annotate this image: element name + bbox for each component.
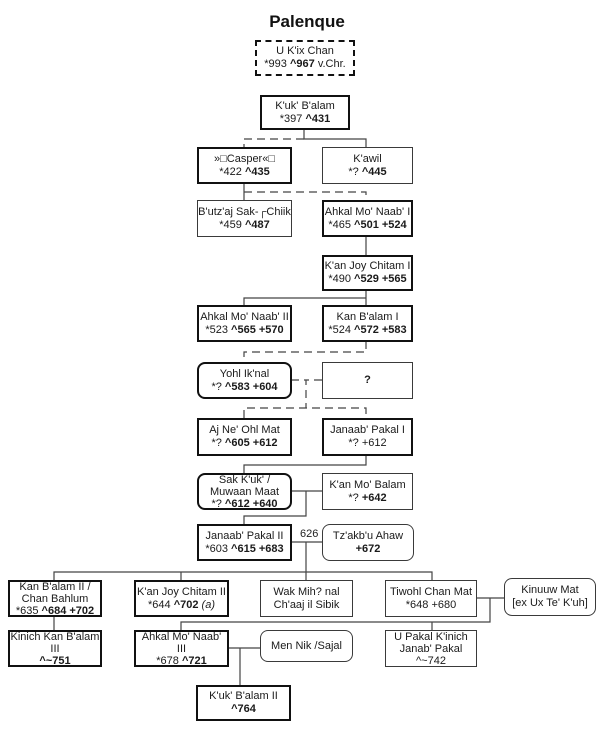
- node-dates: *993 ^967 v.Chr.: [264, 58, 346, 70]
- node-name: K'an Joy Chitam II: [137, 585, 226, 598]
- year-label-626: 626: [300, 528, 319, 540]
- node-name: Janaab' Pakal II: [205, 529, 284, 542]
- node-yohl-iknal[interactable]: Yohl Ik'nal *? ^583 +604: [197, 362, 292, 399]
- node-name-1: Kan B'alam II /: [19, 580, 91, 593]
- node-name: »□Casper«□: [214, 152, 275, 165]
- node-dates: ^~742: [416, 654, 446, 667]
- node-ahkal-mo-naab-2[interactable]: Ahkal Mo' Naab' II *523 ^565 +570: [197, 305, 292, 342]
- line-ahkal3-mennik: [228, 647, 260, 685]
- node-u-pakal-kinich[interactable]: U Pakal K'inich Janab' Pakal ^~742: [385, 630, 477, 667]
- node-name-1: Kinuuw Mat: [521, 584, 579, 596]
- node-name-2: Janab' Pakal: [399, 642, 463, 655]
- node-name-2: [ex Ux Te' K'uh]: [512, 597, 588, 609]
- node-dates: *465 ^501 +524: [328, 218, 407, 231]
- line-kanjoy1-children: [243, 290, 367, 305]
- node-dates: *? +642: [348, 491, 387, 504]
- node-kawil[interactable]: K'awil *? ^445: [322, 147, 413, 184]
- node-name-1: Kinich Kan B'alam: [10, 630, 100, 643]
- node-name: K'uk' B'alam II: [209, 690, 278, 702]
- line-sakkuk-pakal2: [243, 490, 322, 524]
- node-kan-balam-1[interactable]: Kan B'alam I *524 ^572 +583: [322, 305, 413, 342]
- node-ahkal-mo-naab-1[interactable]: Ahkal Mo' Naab' I *465 ^501 +524: [322, 200, 413, 237]
- node-dates: *? ^612 +640: [211, 497, 278, 510]
- node-kan-mo-balam[interactable]: K'an Mo' Balam *? +642: [322, 473, 413, 510]
- node-aj-ne-ohl-mat[interactable]: Aj Ne' Ohl Mat *? ^605 +612: [197, 418, 292, 456]
- node-dates: *? +612: [348, 437, 387, 449]
- node-name: B'utz'aj Sak-┌Chiik: [198, 205, 291, 218]
- node-dates: *? ^605 +612: [211, 437, 278, 449]
- line-kukbalam-kawil: [303, 129, 367, 147]
- node-name-1: U Pakal K'inich: [394, 630, 468, 643]
- node-name: Ahkal Mo' Naab' I: [324, 205, 411, 218]
- node-name: K'an Joy Chitam I: [324, 260, 411, 272]
- line-pakal2-children: [53, 542, 433, 580]
- node-kinuuw-mat[interactable]: Kinuuw Mat [ex Ux Te' K'uh]: [504, 578, 596, 616]
- node-dates: *459 ^487: [219, 218, 270, 231]
- node-name-2: III: [176, 642, 187, 655]
- node-name-1: Ahkal Mo' Naab': [141, 630, 222, 643]
- node-name-1: Wak Mih? nal: [273, 585, 340, 598]
- node-name: U K'ix Chan: [276, 45, 334, 57]
- node-dates: *? ^445: [348, 165, 387, 178]
- node-dates: *490 ^529 +565: [328, 273, 407, 285]
- dashed-kukbalam-casper: [243, 138, 304, 147]
- node-wak-mih-nal[interactable]: Wak Mih? nal Ch'aaj il Sibik: [260, 580, 353, 617]
- node-sak-kuk[interactable]: Sak K'uk' / Muwaan Maat *? ^612 +640: [197, 473, 292, 510]
- node-dates: *524 ^572 +583: [328, 323, 407, 336]
- node-kuk-balam[interactable]: K'uk' B'alam *397 ^431: [260, 95, 350, 130]
- node-name: Yohl Ik'nal: [219, 367, 270, 380]
- dashed-to-children: [243, 407, 367, 418]
- node-name: Aj Ne' Ohl Mat: [209, 424, 280, 436]
- dashed-yohl-unknown: [291, 379, 322, 408]
- node-dates: *523 ^565 +570: [205, 323, 284, 336]
- node-name: Tiwohl Chan Mat: [389, 585, 473, 598]
- node-casper[interactable]: »□Casper«□ *422 ^435: [197, 147, 292, 184]
- node-dates: +672: [355, 542, 381, 555]
- line-janaab1-sakkuk: [243, 455, 367, 473]
- node-dates: *? ^583 +604: [211, 380, 278, 393]
- node-name-2: III: [50, 642, 60, 655]
- dashed-casper-ahkal1: [244, 191, 367, 200]
- line-tiwohl-kinuuw: [180, 597, 504, 630]
- node-dates: *635 ^684 +702: [15, 604, 95, 617]
- node-tiwohl-chan-mat[interactable]: Tiwohl Chan Mat *648 +680: [385, 580, 477, 617]
- node-name: ?: [364, 374, 371, 386]
- node-dates: *603 ^615 +683: [205, 542, 284, 555]
- node-men-nik-sajal[interactable]: Men Nik /Sajal: [260, 630, 353, 662]
- node-name: Kan B'alam I: [336, 310, 399, 323]
- node-dates: *422 ^435: [219, 165, 270, 178]
- node-name: Men Nik /Sajal: [271, 639, 342, 652]
- node-dates: *644 ^702 (a): [148, 598, 215, 611]
- node-name: Tz'akb'u Ahaw: [332, 529, 404, 542]
- node-janaab-pakal-1[interactable]: Janaab' Pakal I *? +612: [322, 418, 413, 456]
- node-name-2: Chan Bahlum: [21, 592, 89, 605]
- node-dates: ^764: [231, 703, 256, 715]
- node-kuk-balam-2[interactable]: K'uk' B'alam II ^764: [196, 685, 291, 721]
- node-name: K'an Mo' Balam: [329, 478, 406, 491]
- node-kinich-kan-balam-3[interactable]: Kinich Kan B'alam III ^~751: [8, 630, 102, 667]
- node-kan-joy-chitam-2[interactable]: K'an Joy Chitam II *644 ^702 (a): [134, 580, 229, 617]
- node-kan-balam-2[interactable]: Kan B'alam II / Chan Bahlum *635 ^684 +7…: [8, 580, 102, 617]
- dashed-kanbalam1-yohl: [243, 341, 367, 362]
- node-dates: ^~751: [39, 654, 71, 667]
- node-dates: *678 ^721: [156, 654, 207, 667]
- node-dates: *648 +680: [405, 598, 457, 611]
- node-u-kix-chan[interactable]: U K'ix Chan *993 ^967 v.Chr.: [255, 40, 355, 76]
- node-name: Janaab' Pakal I: [330, 424, 405, 436]
- node-name: Ahkal Mo' Naab' II: [200, 310, 289, 323]
- node-kan-joy-chitam-1[interactable]: K'an Joy Chitam I *490 ^529 +565: [322, 255, 413, 291]
- node-name-2: Ch'aaj il Sibik: [273, 598, 340, 611]
- node-name: K'uk' B'alam: [275, 99, 335, 112]
- node-janaab-pakal-2[interactable]: Janaab' Pakal II *603 ^615 +683: [197, 524, 292, 561]
- node-name: K'awil: [353, 152, 382, 165]
- node-tzakbu-ahaw[interactable]: Tz'akb'u Ahaw +672: [322, 524, 414, 561]
- node-unknown[interactable]: ?: [322, 362, 413, 399]
- node-butzaj-sak-chiik[interactable]: B'utz'aj Sak-┌Chiik *459 ^487: [197, 200, 292, 237]
- node-dates: *397 ^431: [279, 112, 331, 125]
- node-ahkal-mo-naab-3[interactable]: Ahkal Mo' Naab' III *678 ^721: [134, 630, 229, 667]
- node-name-1: Sak K'uk' /: [218, 473, 271, 486]
- node-name-2: Muwaan Maat: [209, 485, 280, 498]
- diagram-title: Palenque: [269, 12, 345, 31]
